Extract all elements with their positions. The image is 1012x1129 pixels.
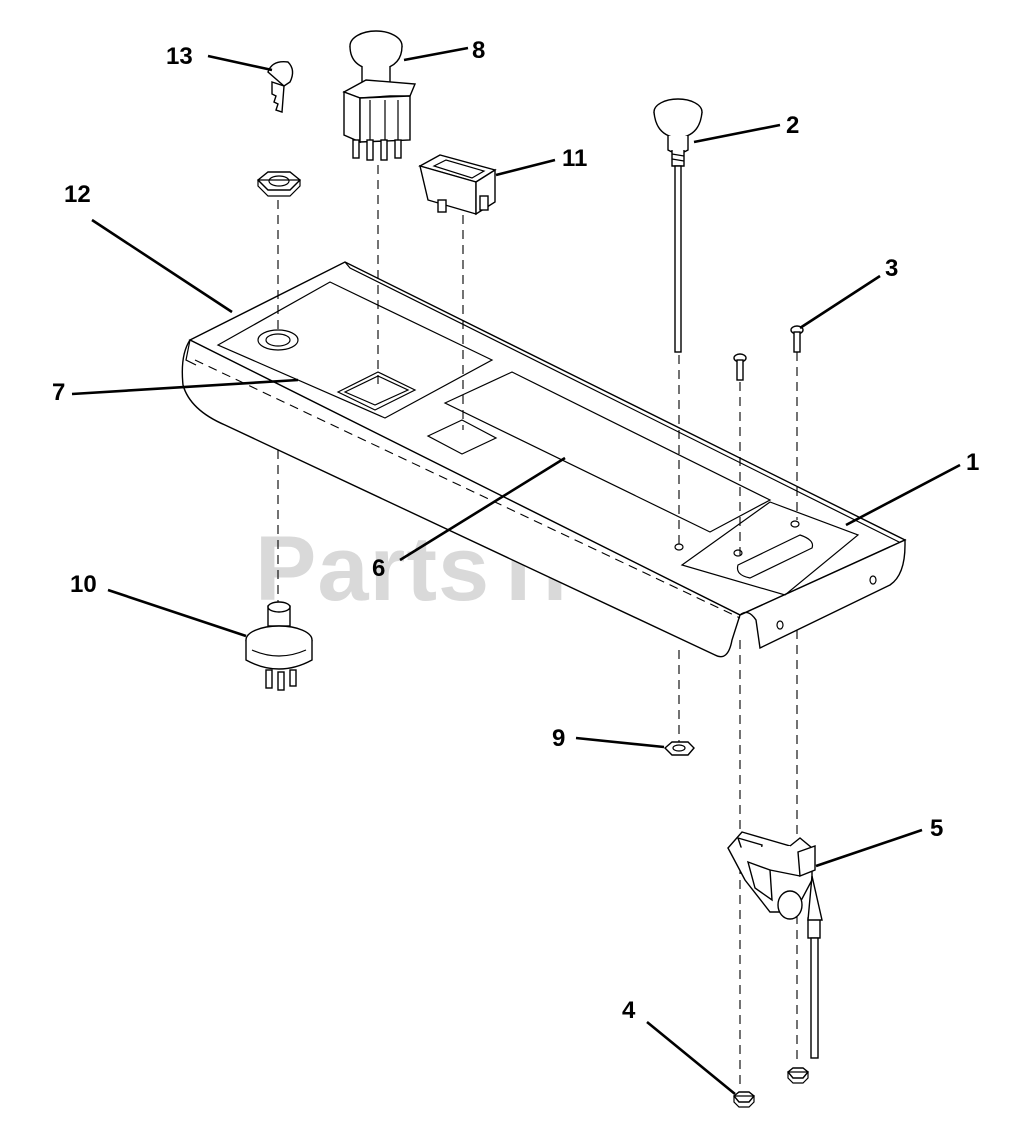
callout-2: 2 — [786, 112, 799, 139]
callout-9: 9 — [552, 725, 565, 752]
leader-11 — [495, 158, 556, 177]
callout-6: 6 — [372, 555, 385, 582]
pto-switch-hole — [336, 371, 417, 411]
leader-5 — [815, 828, 923, 868]
callout-12: 12 — [64, 181, 91, 208]
leader-8 — [403, 46, 469, 62]
dash-panel — [181, 261, 907, 658]
light-switch-hole — [426, 419, 498, 455]
light-switch — [418, 154, 497, 216]
ignition-nut — [256, 171, 302, 197]
leader-1 — [845, 463, 961, 527]
throttle-control — [727, 831, 823, 1059]
callout-13: 13 — [166, 43, 193, 70]
ignition-hole — [257, 329, 299, 351]
leader-2 — [693, 123, 781, 144]
pto-switch — [342, 30, 417, 161]
throttle-slot — [736, 534, 814, 579]
leader-13 — [207, 54, 273, 72]
callout-4: 4 — [622, 997, 636, 1024]
callout-10: 10 — [70, 571, 97, 598]
lock-nut-left — [733, 1091, 755, 1108]
callout-5: 5 — [930, 815, 943, 842]
screw-right — [790, 325, 804, 353]
leader-3 — [799, 274, 881, 330]
leader-12 — [91, 218, 233, 314]
callout-11: 11 — [562, 145, 587, 172]
leader-7 — [71, 378, 299, 396]
callout-7: 7 — [52, 379, 65, 406]
choke-cable — [653, 98, 703, 353]
callout-8: 8 — [472, 37, 485, 64]
leader-4 — [646, 1020, 736, 1096]
callout-1: 1 — [966, 449, 979, 476]
throttle-plate — [680, 501, 860, 596]
decal-left — [216, 281, 494, 419]
choke-nut — [663, 741, 695, 756]
leader-9 — [575, 736, 665, 749]
leader-10 — [107, 588, 247, 638]
decal-center — [443, 371, 772, 533]
leader-6 — [399, 456, 566, 562]
ignition-switch — [245, 601, 313, 691]
ignition-key — [267, 61, 294, 113]
screw-left — [733, 353, 747, 381]
callout-3: 3 — [885, 255, 898, 282]
lock-nut-right — [787, 1067, 809, 1084]
